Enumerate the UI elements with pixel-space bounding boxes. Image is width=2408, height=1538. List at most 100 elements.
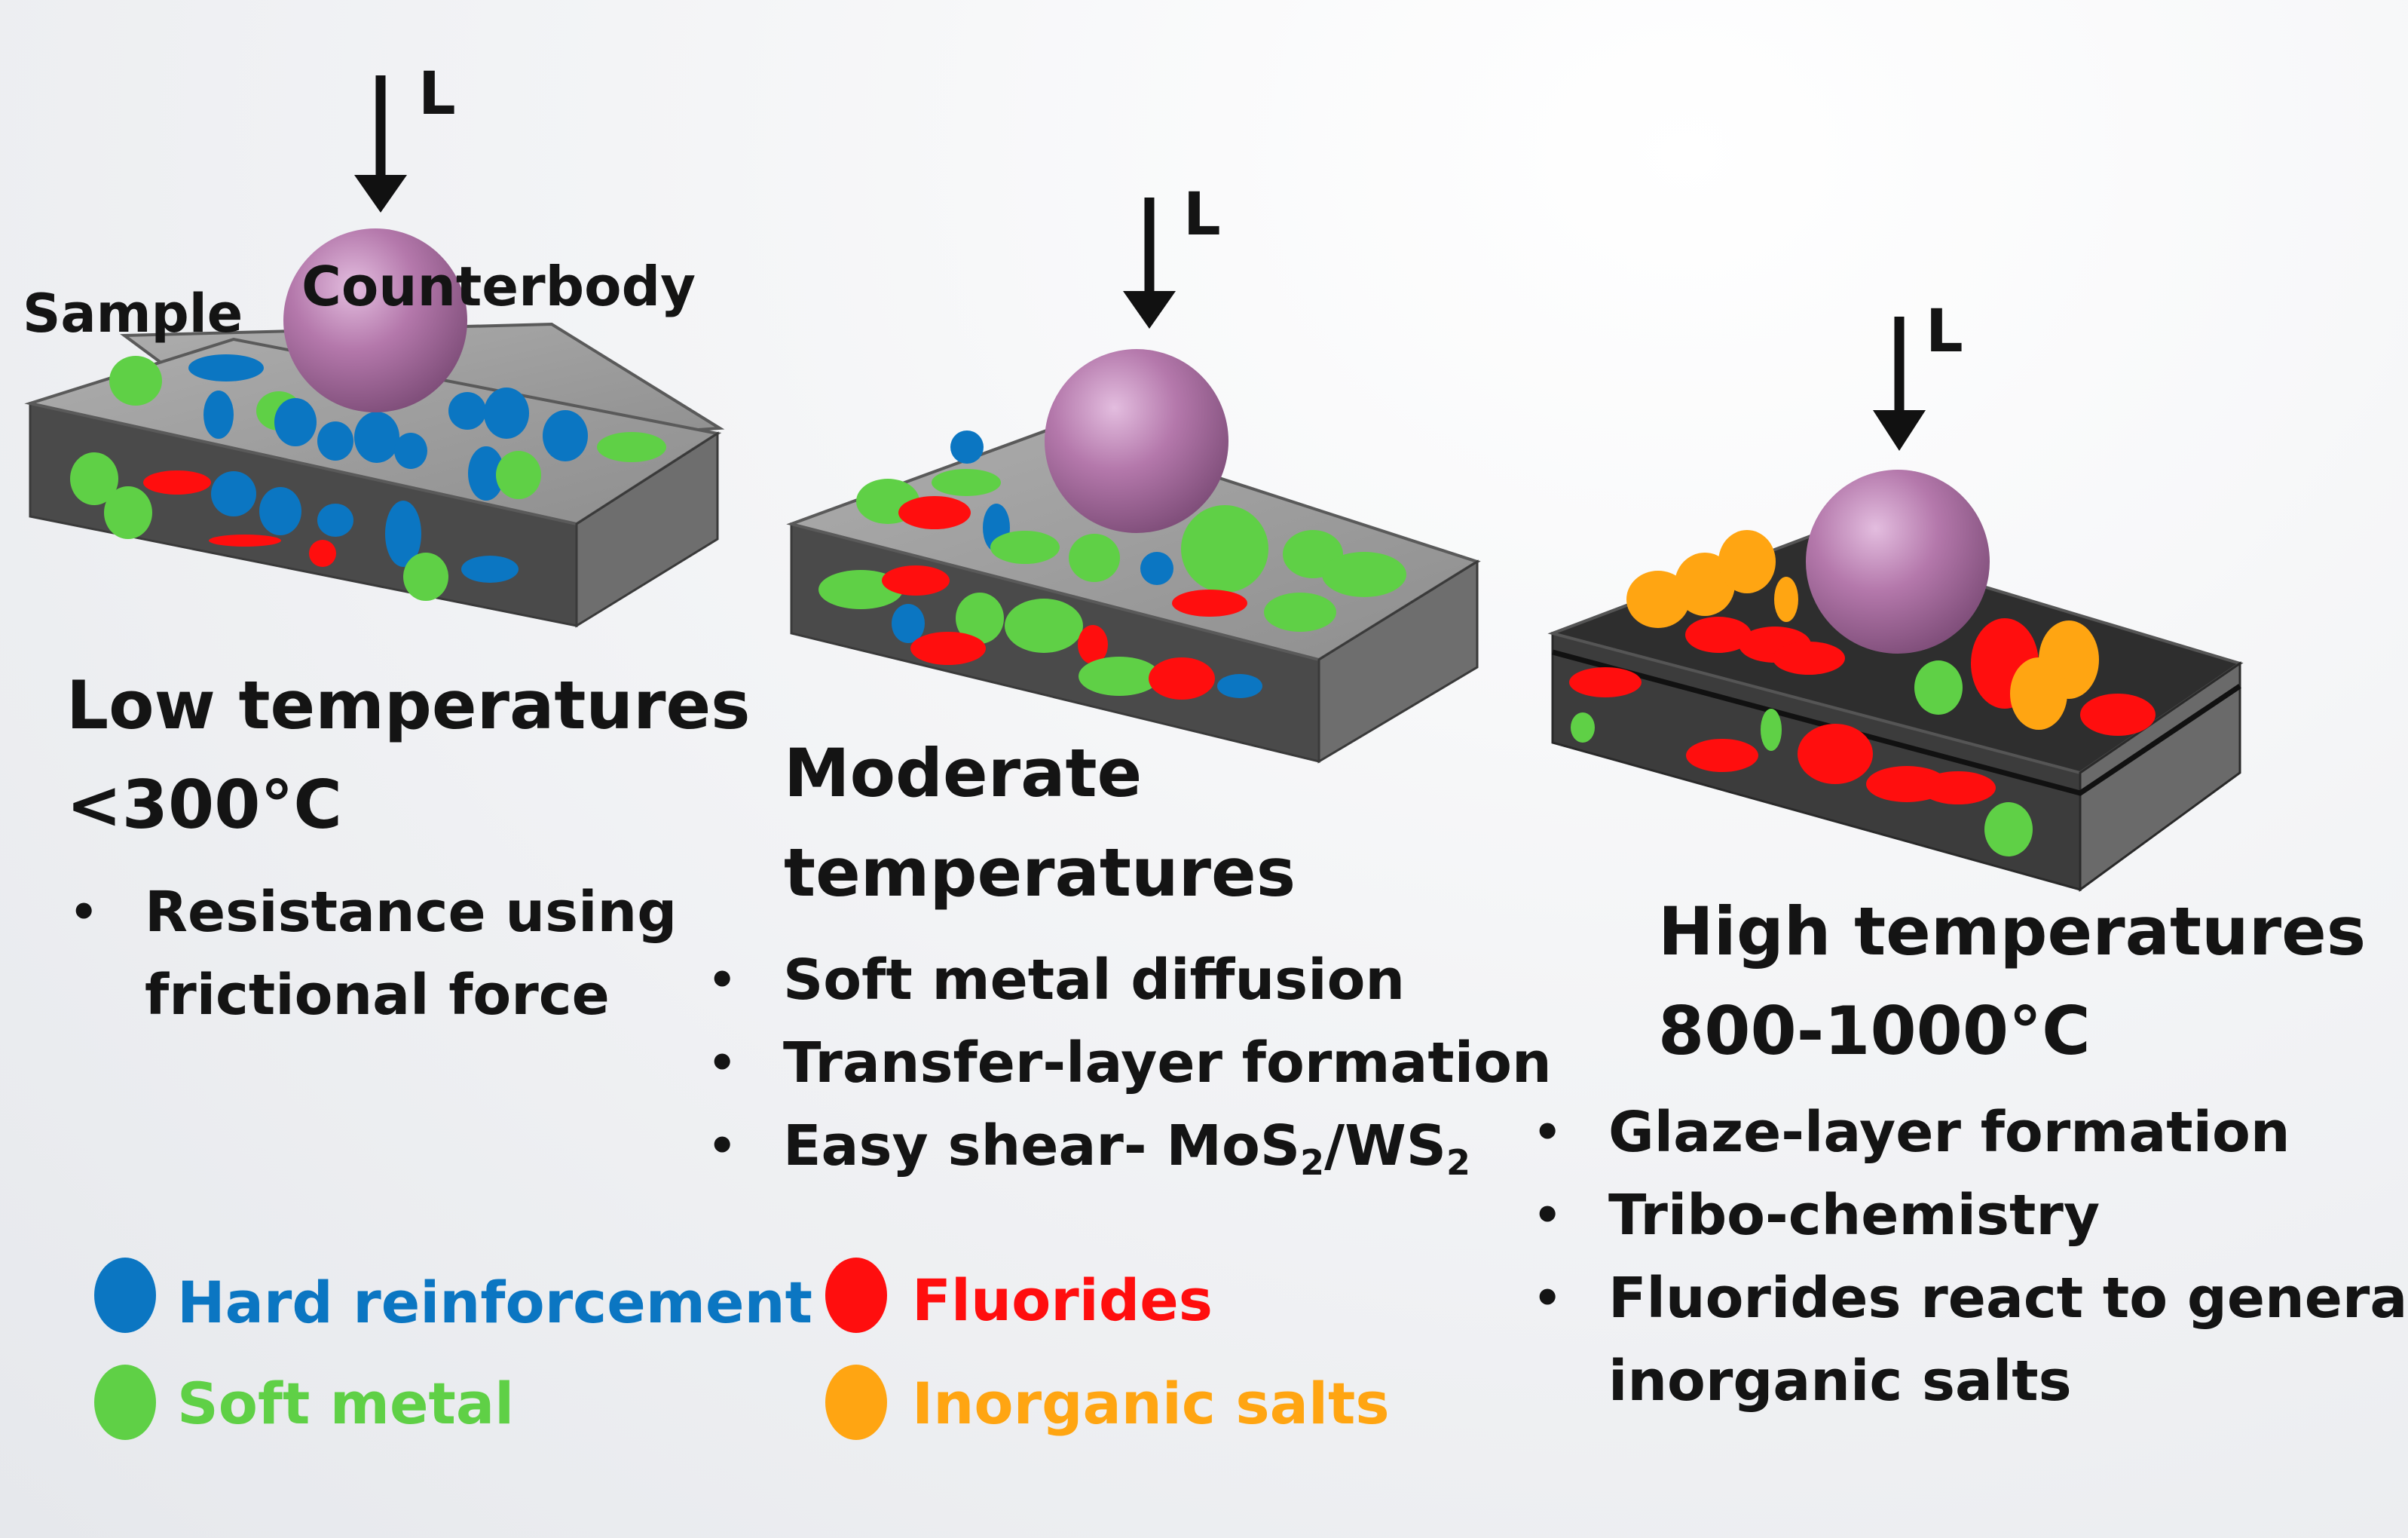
particle-green bbox=[1181, 505, 1268, 593]
particle-green bbox=[1322, 552, 1406, 597]
particle-red bbox=[309, 540, 336, 567]
particle-green bbox=[104, 486, 152, 539]
panel-high-heading-line1: High temperatures bbox=[1658, 893, 2367, 970]
legend-label-soft-metal: Soft metal bbox=[177, 1370, 515, 1437]
particle-blue bbox=[950, 430, 984, 464]
particle-blue bbox=[354, 412, 399, 463]
panel-low-heading-line1: Low temperatures bbox=[66, 666, 751, 744]
particle-green bbox=[1984, 802, 2033, 856]
particle-red bbox=[882, 565, 950, 596]
bullet-item-easy-shear: Easy shear- MoS2/WS2 bbox=[705, 1104, 1552, 1187]
panel-moderate-bullets: Soft metal diffusion Transfer-layer form… bbox=[705, 939, 1552, 1187]
particle-blue bbox=[317, 421, 353, 461]
particle-green bbox=[403, 553, 448, 601]
particle-orange bbox=[1718, 530, 1776, 593]
particle-green bbox=[1005, 599, 1083, 653]
panel-moderate-heading-line2: temperatures bbox=[784, 834, 1296, 911]
particle-blue bbox=[394, 433, 427, 469]
particle-red bbox=[1686, 739, 1758, 772]
particle-green bbox=[70, 452, 118, 505]
load-label-low: L bbox=[418, 60, 456, 128]
bullet-item: Fluorides react to generate bbox=[1530, 1257, 2408, 1340]
particle-orange bbox=[1626, 571, 1690, 628]
bullet-item: Resistance using bbox=[66, 871, 677, 954]
bullet-item: Glaze-layer formation bbox=[1530, 1091, 2408, 1174]
legend-label-fluorides: Fluorides bbox=[912, 1267, 1213, 1334]
block-high-side bbox=[2079, 661, 2241, 892]
sample-block-high bbox=[1547, 317, 2244, 892]
block-mod-side bbox=[1317, 559, 1479, 764]
particle-green bbox=[956, 593, 1004, 644]
particle-red bbox=[2080, 694, 2156, 736]
inorganic-salts-swatch-icon bbox=[825, 1365, 887, 1440]
particle-blue bbox=[484, 388, 529, 439]
particle-green bbox=[597, 432, 666, 462]
particle-blue bbox=[892, 604, 925, 643]
particle-blue bbox=[211, 471, 256, 516]
particle-blue bbox=[461, 556, 519, 583]
particle-green bbox=[1571, 712, 1595, 743]
particle-red bbox=[1798, 724, 1873, 784]
legend-label-hard-reinforcement: Hard reinforcement bbox=[177, 1269, 812, 1336]
bullet-item: Tribo-chemistry bbox=[1530, 1174, 2408, 1257]
particle-orange bbox=[2010, 657, 2067, 730]
particle-blue bbox=[1217, 674, 1262, 698]
particle-blue bbox=[468, 446, 504, 501]
bullet-continuation: inorganic salts bbox=[1608, 1349, 2072, 1414]
particle-red bbox=[1920, 771, 1996, 804]
particle-green bbox=[1914, 660, 1963, 715]
particle-red bbox=[1569, 667, 1642, 697]
hard-reinforcement-swatch-icon bbox=[94, 1258, 156, 1333]
panel-high-bullets: Glaze-layer formation Tribo-chemistry Fl… bbox=[1530, 1091, 2408, 1423]
particle-orange bbox=[1774, 577, 1798, 622]
panel-moderate-heading-line1: Moderate bbox=[784, 734, 1143, 812]
bullet-item: Transfer-layer formation bbox=[705, 1022, 1552, 1104]
particle-green bbox=[990, 531, 1060, 564]
particle-green bbox=[109, 356, 162, 406]
particle-red bbox=[898, 496, 971, 529]
glaze-layer-line bbox=[1552, 649, 2241, 796]
load-label-moderate: L bbox=[1183, 181, 1221, 249]
particle-green bbox=[1069, 534, 1120, 582]
particle-red bbox=[143, 470, 211, 495]
fluorides-swatch-icon bbox=[825, 1258, 887, 1333]
bullet-continuation: frictional force bbox=[145, 963, 610, 1028]
particle-blue bbox=[259, 487, 301, 535]
particle-blue bbox=[274, 398, 317, 446]
panel-high-heading: High temperatures 800-1000°C bbox=[1658, 882, 2366, 1081]
particle-green bbox=[1264, 593, 1336, 632]
counterbody-label: Counterbody bbox=[301, 255, 696, 318]
panel-moderate-heading: Moderate temperatures bbox=[784, 724, 1296, 923]
soft-metal-swatch-icon bbox=[94, 1365, 156, 1440]
particle-green bbox=[1079, 657, 1160, 696]
load-arrow-head bbox=[354, 175, 407, 213]
particle-blue bbox=[448, 392, 486, 430]
panel-low-heading-line2: <300°C bbox=[66, 766, 343, 844]
particle-blue bbox=[1140, 552, 1173, 585]
load-arrow-head bbox=[1123, 291, 1176, 329]
counterbody-ball bbox=[1045, 349, 1228, 533]
block-low-side bbox=[575, 431, 719, 628]
legend-label-inorganic-salts: Inorganic salts bbox=[912, 1370, 1390, 1437]
particle-red bbox=[1149, 657, 1215, 700]
particle-red bbox=[1078, 625, 1108, 664]
particle-red bbox=[1773, 642, 1845, 675]
particle-red bbox=[910, 632, 986, 665]
particle-blue bbox=[317, 504, 353, 537]
sample-block-moderate bbox=[786, 198, 1481, 764]
particle-blue bbox=[543, 410, 588, 461]
particle-green bbox=[1761, 709, 1782, 751]
sample-label: Sample bbox=[23, 283, 243, 345]
particle-green bbox=[496, 451, 541, 499]
bullet-item: Soft metal diffusion bbox=[705, 939, 1552, 1022]
particle-green bbox=[932, 469, 1001, 496]
panel-high-heading-line2: 800-1000°C bbox=[1658, 992, 2091, 1070]
panel-low-bullets: Resistance using frictional force bbox=[66, 871, 677, 1037]
load-label-high: L bbox=[1926, 298, 1963, 366]
particle-blue bbox=[385, 501, 421, 567]
particle-blue bbox=[203, 391, 234, 439]
sample-block-low bbox=[24, 75, 725, 628]
counterbody-ball bbox=[1806, 470, 1990, 654]
